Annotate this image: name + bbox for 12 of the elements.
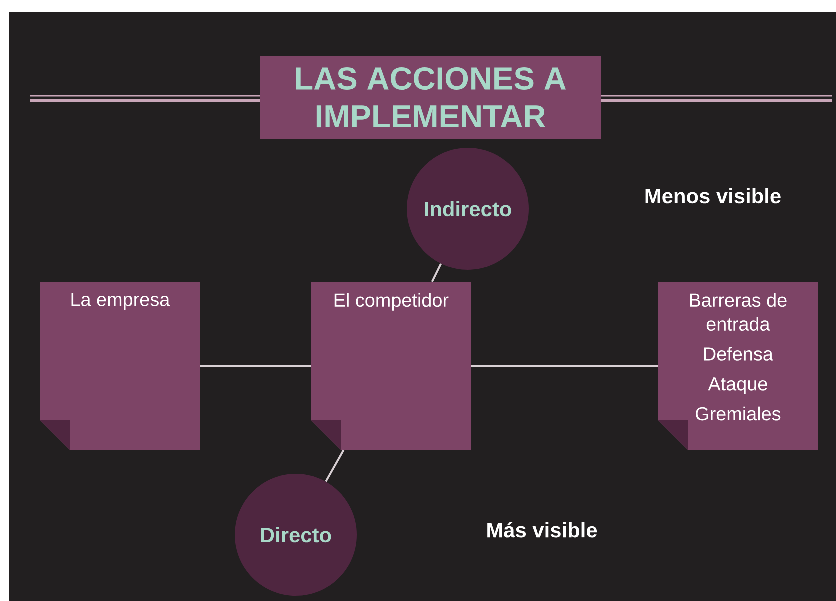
note-box: Barreras de entrada Defensa Ataque Gremiales [658, 282, 818, 450]
connector-line [200, 365, 311, 368]
note-box: El competidor [311, 282, 472, 450]
connector-line [325, 450, 345, 482]
circle-node: Indirecto [407, 148, 529, 270]
note-box: La empresa [40, 282, 200, 450]
circle-node: Directo [235, 474, 357, 596]
annotation-text: Más visible [488, 522, 598, 538]
connector-line [431, 264, 442, 282]
annotation-text: Menos visible [646, 188, 781, 204]
connector-line [471, 365, 658, 368]
title-box: LAS ACCIONES A IMPLEMENTAR [260, 56, 601, 139]
